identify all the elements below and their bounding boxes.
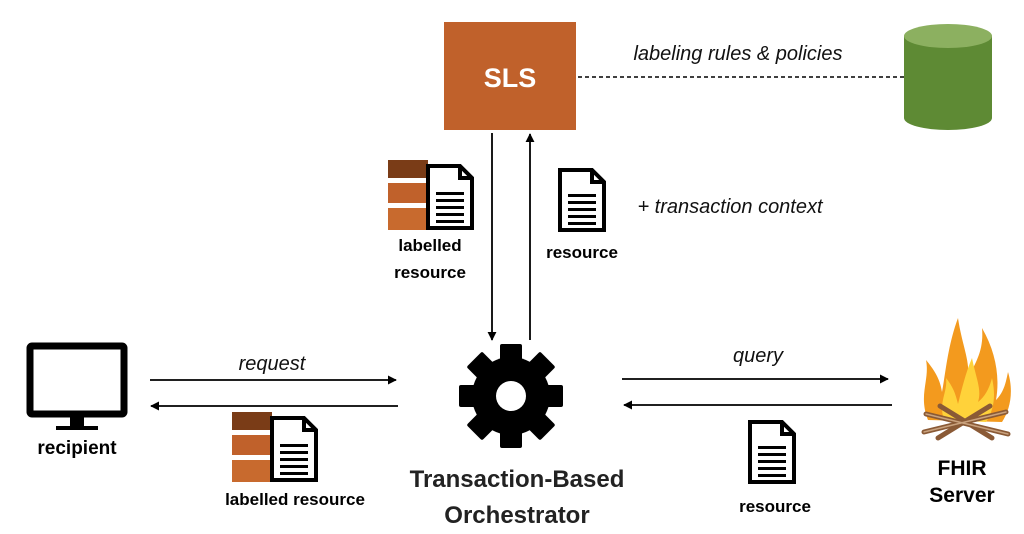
document-icon bbox=[748, 420, 796, 484]
sls-node: SLS bbox=[444, 22, 576, 130]
fhir-label-line2: Server bbox=[929, 484, 994, 507]
sls-label: SLS bbox=[484, 63, 537, 93]
orchestrator-label-line2: Orchestrator bbox=[444, 502, 589, 529]
fire-icon bbox=[921, 318, 1011, 441]
orchestrator-label-line1: Transaction-Based bbox=[410, 466, 625, 493]
gear-icon bbox=[459, 344, 563, 448]
sls-box bbox=[444, 22, 576, 130]
labelled-document-icon bbox=[386, 158, 474, 232]
labelled-resource-recipient-caption: labelled resource bbox=[225, 490, 365, 509]
labelled-document-icon bbox=[230, 410, 318, 484]
resource-caption-sls: resource bbox=[546, 243, 618, 262]
document-icon bbox=[558, 168, 606, 232]
policy-label: labeling rules & policies bbox=[633, 43, 842, 65]
labelled-resource-caption-line2: resource bbox=[394, 263, 466, 282]
request-label: request bbox=[239, 353, 307, 375]
recipient-label: recipient bbox=[37, 438, 117, 459]
fhir-label-line1: FHIR bbox=[938, 457, 987, 480]
labelled-resource-caption-line1: labelled bbox=[398, 236, 461, 255]
database-icon bbox=[904, 24, 992, 130]
monitor-icon bbox=[26, 342, 128, 430]
transaction-context-label: + transaction context bbox=[637, 196, 824, 218]
query-label: query bbox=[733, 345, 784, 367]
resource-caption-fhir: resource bbox=[739, 497, 811, 516]
